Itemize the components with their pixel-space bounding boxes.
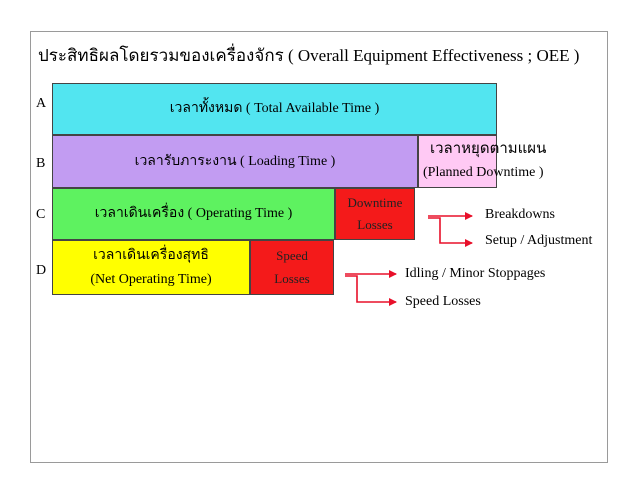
slide-title: ประสิทธิผลโดยรวมของเครื่องจักร ( Overall… xyxy=(38,46,580,65)
arrow-setup-icon xyxy=(428,217,473,247)
planned-downtime-label-en: (Planned Downtime ) xyxy=(423,165,544,180)
speed-losses-line2: Losses xyxy=(274,271,310,286)
downtime-losses-bar: Downtime Losses xyxy=(335,188,415,240)
row-label-c: C xyxy=(36,207,46,222)
net-operating-time-en: (Net Operating Time) xyxy=(90,272,212,287)
total-available-time-bar: เวลาทั้งหมด ( Total Available Time ) xyxy=(52,83,497,135)
operating-time-bar: เวลาเดินเครื่อง ( Operating Time ) xyxy=(52,188,335,240)
operating-time-label: เวลาเดินเครื่อง ( Operating Time ) xyxy=(94,206,293,222)
row-label-a: A xyxy=(36,96,47,111)
cause-idling-minor-stoppages: Idling / Minor Stoppages xyxy=(405,266,546,281)
speed-losses-line1: Speed xyxy=(276,247,308,263)
planned-downtime-bar xyxy=(418,135,497,188)
cause-speed-losses: Speed Losses xyxy=(405,294,481,309)
cause-breakdowns: Breakdowns xyxy=(485,207,555,222)
net-operating-time-thai: เวลาเดินเครื่องสุทธิ xyxy=(93,247,209,263)
row-label-b: B xyxy=(36,156,46,171)
arrow-speed-losses-icon xyxy=(345,275,397,306)
downtime-arrow-group xyxy=(428,212,473,247)
net-operating-time-bar: เวลาเดินเครื่องสุทธิ (Net Operating Time… xyxy=(52,240,250,295)
downtime-losses-line1: Downtime xyxy=(347,195,403,211)
loading-time-label: เวลารับภาระงาน ( Loading Time ) xyxy=(134,153,336,169)
loading-time-bar: เวลารับภาระงาน ( Loading Time ) xyxy=(52,135,418,188)
total-available-time-label: เวลาทั้งหมด ( Total Available Time ) xyxy=(169,101,380,117)
downtime-losses-line2: Losses xyxy=(357,216,393,232)
row-label-d: D xyxy=(36,263,47,278)
cause-setup-adjustment: Setup / Adjustment xyxy=(485,233,593,248)
speed-losses-bar: Speed Losses xyxy=(250,240,334,295)
slide-frame xyxy=(30,31,608,463)
planned-downtime-label-thai: เวลาหยุดตามแผน xyxy=(430,141,547,157)
speed-arrow-group xyxy=(345,270,397,306)
